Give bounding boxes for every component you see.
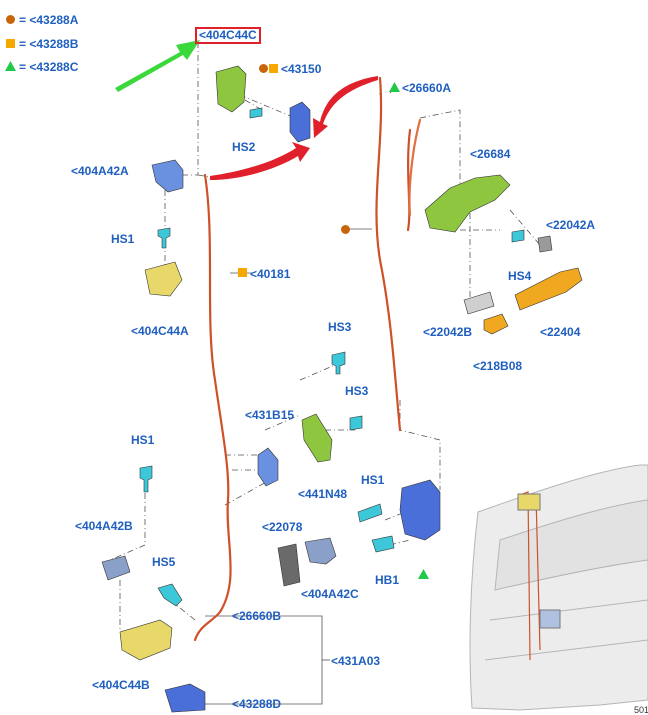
legend-entry-43288B: = <43288B	[19, 37, 79, 51]
handle-26684	[424, 174, 511, 233]
callout-404A42B[interactable]: <404A42B	[75, 519, 133, 533]
link-431B15	[257, 447, 279, 487]
triangle-marker-latch	[418, 569, 429, 579]
screw-hs4	[511, 229, 525, 243]
screw-hs5	[157, 583, 183, 607]
legend-square-marker	[6, 39, 15, 48]
cable-right	[406, 128, 412, 232]
callout-22042B[interactable]: <22042B	[423, 325, 473, 339]
cable-center-2	[408, 118, 422, 217]
vehicle-door-thumbnail	[469, 464, 648, 711]
callout-26660B[interactable]: <26660B	[232, 609, 282, 623]
legend-circle-marker	[6, 15, 15, 24]
callout-22078[interactable]: <22078	[262, 520, 303, 534]
figure-number: 501	[634, 705, 648, 715]
plate-22078	[277, 543, 301, 587]
callout-22404[interactable]: <22404	[540, 325, 581, 339]
callout-404A42C[interactable]: <404A42C	[301, 587, 359, 601]
latch-43288D	[164, 683, 206, 713]
callout-hs1-top[interactable]: HS1	[111, 232, 135, 246]
cable-left	[193, 173, 232, 642]
callout-404A42A[interactable]: <404A42A	[71, 164, 129, 178]
callout-hs3-b[interactable]: HS3	[345, 384, 369, 398]
circle-marker-cable	[341, 225, 350, 234]
callout-404C44B[interactable]: <404C44B	[92, 678, 150, 692]
square-marker-40181	[238, 268, 247, 277]
cap-218B08	[483, 313, 509, 335]
parts	[101, 65, 583, 713]
circle-marker-43150	[259, 64, 268, 73]
green-arrow	[115, 40, 200, 92]
bracket-404A42C	[304, 537, 337, 565]
bracket-404A42B	[101, 555, 131, 581]
callout-404C44C[interactable]: <404C44C	[195, 27, 261, 44]
callout-hs2[interactable]: HS2	[232, 140, 256, 154]
cable-center	[375, 76, 402, 432]
callout-441N48[interactable]: <441N48	[298, 487, 348, 501]
screw-hs3-b	[349, 415, 363, 431]
legend-triangle-marker	[5, 61, 16, 71]
latch-404C44C	[215, 65, 247, 113]
red-arrow-top	[313, 76, 378, 138]
screw-hs1-top	[157, 227, 171, 249]
screw-hs2	[249, 107, 263, 119]
screw-hb1	[371, 535, 395, 553]
gasket-22042B	[463, 291, 495, 315]
screw-hs1-mid	[139, 465, 153, 493]
callout-hs1-mid[interactable]: HS1	[131, 433, 155, 447]
callout-26660A[interactable]: <26660A	[402, 81, 452, 95]
latch-43288C	[399, 479, 441, 541]
bracket-404A42A	[151, 159, 184, 193]
callout-26684[interactable]: <26684	[470, 147, 511, 161]
legend-entry-43288C: = <43288C	[19, 60, 79, 74]
handle-22404	[514, 267, 583, 311]
red-arrow-left	[210, 142, 310, 180]
callout-hs5[interactable]: HS5	[152, 555, 176, 569]
callout-hs4[interactable]: HS4	[508, 269, 532, 283]
striker-404C44A	[144, 261, 183, 297]
callout-hb1[interactable]: HB1	[375, 573, 400, 587]
legend-entry-43288A: = <43288A	[19, 13, 79, 27]
screw-hs3-a	[331, 351, 346, 375]
callout-218B08[interactable]: <218B08	[473, 359, 523, 373]
cable-rods	[193, 76, 422, 642]
lever-441N48	[301, 413, 333, 463]
gasket-22042A	[537, 235, 553, 253]
callout-hs3-a[interactable]: HS3	[328, 320, 352, 334]
callout-404C44A[interactable]: <404C44A	[131, 324, 189, 338]
triangle-marker-26660A	[389, 82, 400, 92]
square-marker-43150	[269, 64, 278, 73]
callout-431A03[interactable]: <431A03	[331, 654, 381, 668]
callout-22042A[interactable]: <22042A	[546, 218, 596, 232]
callout-40181[interactable]: <40181	[250, 267, 291, 281]
callout-43288D[interactable]: <43288D	[232, 697, 282, 711]
actuator-43150	[289, 101, 311, 143]
striker-404C44B	[119, 619, 173, 661]
callout-hs1-right[interactable]: HS1	[361, 473, 385, 487]
screw-hs1-right	[357, 503, 383, 523]
callout-43150[interactable]: <43150	[281, 62, 322, 76]
callout-431B15[interactable]: <431B15	[245, 408, 295, 422]
